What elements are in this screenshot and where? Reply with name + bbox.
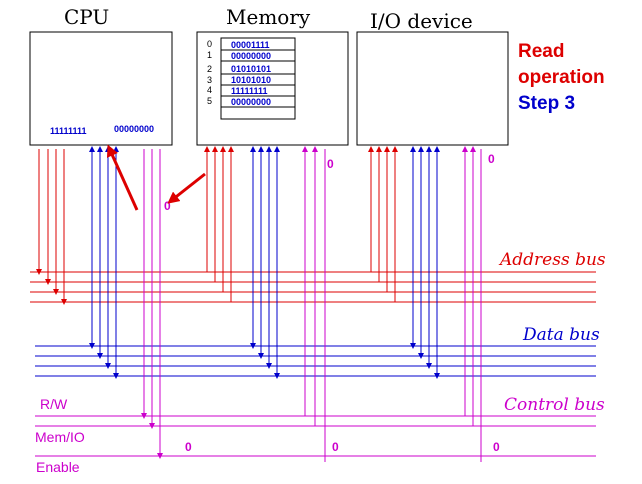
- rw-line-label: R/W: [40, 396, 68, 412]
- memory-value-3: 10101010: [231, 75, 271, 85]
- memory-title: Memory: [226, 5, 311, 29]
- memory-addr-4: 4: [207, 85, 212, 95]
- memory-value-4: 11111111: [231, 86, 268, 96]
- memory-value-2: 01010101: [231, 64, 271, 74]
- io-title: I/O device: [370, 9, 473, 33]
- status-step: Step 3: [518, 93, 575, 114]
- memory-value-5: 00000000: [231, 97, 271, 107]
- enable-line-label: Enable: [36, 459, 80, 475]
- bus-wires: [30, 146, 596, 462]
- memory-addr-2: 2: [207, 64, 212, 74]
- memory-table: 0 1 2 3 4 5 00001111 00000000 01010101 1…: [207, 37, 296, 120]
- memio-signal-cpu: 0: [185, 440, 192, 454]
- cpu-box: [29, 31, 173, 146]
- cpu-rw-signal: 0: [164, 199, 171, 213]
- memory-addr-1: 1: [207, 50, 212, 60]
- memory-value-1: 00000000: [231, 51, 271, 61]
- data-bus-label: Data bus: [522, 325, 600, 345]
- memory-addr-3: 3: [207, 75, 212, 85]
- io-control-signal: 0: [488, 152, 495, 166]
- cpu-title: CPU: [64, 5, 109, 29]
- highlight-arrow-rw: [167, 172, 206, 204]
- memio-signal-io: 0: [493, 440, 500, 454]
- status-read: Read: [518, 41, 564, 62]
- cpu-address-register: 11111111: [50, 126, 87, 136]
- memory-control-signal: 0: [327, 157, 334, 171]
- io-box: [356, 31, 509, 146]
- cpu-data-register: 00000000: [114, 124, 154, 134]
- highlight-arrow-register: [106, 144, 139, 211]
- memio-line-label: Mem/IO: [35, 429, 85, 445]
- address-bus-label: Address bus: [498, 250, 606, 270]
- memio-signal-memory: 0: [332, 440, 339, 454]
- control-bus-label: Control bus: [504, 395, 605, 415]
- status-operation: operation: [518, 67, 605, 88]
- memory-addr-0: 0: [207, 39, 212, 49]
- memory-value-0: 00001111: [231, 40, 270, 50]
- memory-addr-5: 5: [207, 96, 212, 106]
